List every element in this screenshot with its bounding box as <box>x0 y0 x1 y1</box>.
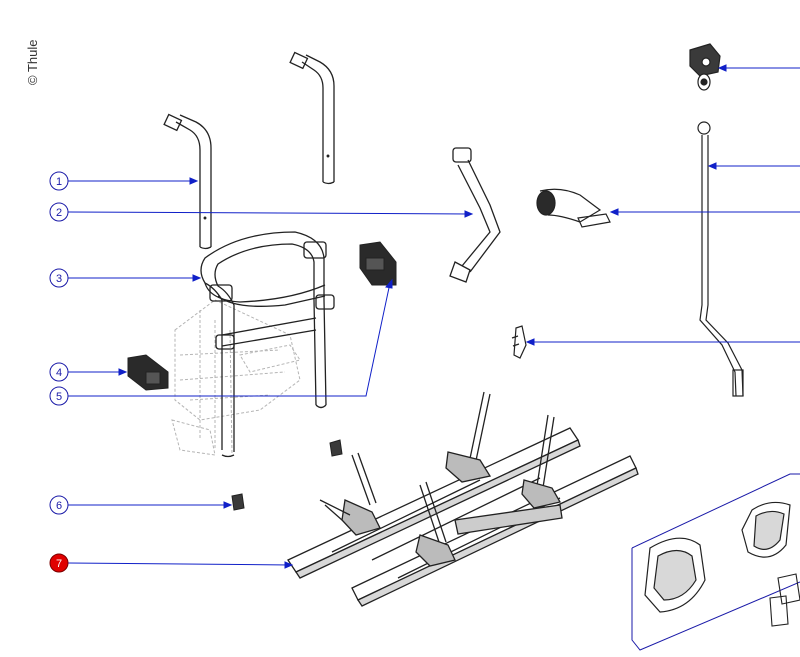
callout-number: 2 <box>56 207 62 219</box>
callout-2[interactable]: 2 <box>49 202 69 222</box>
callout-6[interactable]: 6 <box>49 495 69 515</box>
bent-arm[interactable] <box>449 147 501 283</box>
callout-5[interactable]: 5 <box>49 386 69 406</box>
crank-rod[interactable] <box>697 121 744 397</box>
upright-tube-left[interactable] <box>163 113 212 250</box>
callout-3[interactable]: 3 <box>49 268 69 288</box>
callout-number: 1 <box>56 176 62 188</box>
strap-roll[interactable] <box>536 188 611 228</box>
callout-number: 7 <box>56 558 62 570</box>
lock-cylinder[interactable] <box>689 43 721 91</box>
reflector-pad-right[interactable] <box>359 241 397 286</box>
accessory-kit-box <box>631 473 800 651</box>
callout-circle[interactable] <box>49 171 69 191</box>
leader-lines <box>67 64 800 569</box>
callout-circle[interactable] <box>49 362 69 382</box>
callout-group: 1 2 3 4 5 6 7 <box>49 171 69 573</box>
ghost-frame-outline <box>171 299 301 456</box>
callout-circle[interactable] <box>49 553 69 573</box>
reflector-pad-left[interactable] <box>127 354 169 391</box>
bracket-clip[interactable] <box>511 325 527 359</box>
callout-7[interactable]: 7 <box>49 553 69 573</box>
callout-circle[interactable] <box>49 202 69 222</box>
knob-part[interactable] <box>231 493 245 511</box>
callout-1[interactable]: 1 <box>49 171 69 191</box>
callout-4[interactable]: 4 <box>49 362 69 382</box>
callout-circle[interactable] <box>49 268 69 288</box>
callout-circle[interactable] <box>49 386 69 406</box>
bottle-part[interactable] <box>769 573 800 627</box>
callout-number: 3 <box>56 273 62 285</box>
pedal-pad[interactable] <box>644 537 706 613</box>
callout-circle[interactable] <box>49 495 69 515</box>
callout-number: 5 <box>56 391 62 403</box>
callout-number: 6 <box>56 500 62 512</box>
loop-frame[interactable] <box>200 231 335 458</box>
holder-cup[interactable] <box>741 501 791 558</box>
callout-number: 4 <box>56 367 62 379</box>
wheel-rails[interactable] <box>287 391 639 607</box>
upright-tube-right[interactable] <box>289 51 335 185</box>
knob-part-upper[interactable] <box>329 439 343 457</box>
